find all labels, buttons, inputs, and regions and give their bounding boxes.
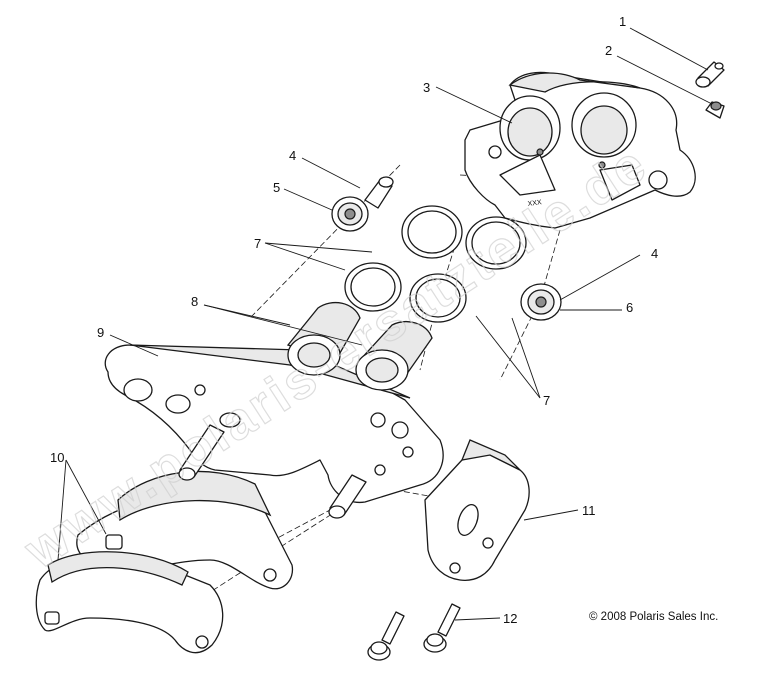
callout-6: 6 (626, 300, 633, 315)
pad-clip (424, 439, 530, 581)
caliper-body: XXX (464, 71, 696, 229)
callout-2: 2 (605, 43, 612, 58)
bleeder-cap (705, 101, 725, 119)
piston-seals (344, 205, 527, 323)
callout-4-right: 4 (651, 246, 658, 261)
callout-9: 9 (97, 325, 104, 340)
callout-10: 10 (50, 450, 64, 465)
copyright-notice: © 2008 Polaris Sales Inc. (589, 611, 719, 623)
caliper-bracket (104, 344, 444, 519)
leader-lines (57, 27, 713, 621)
caliper-pin-and-boot (331, 176, 394, 232)
callout-5: 5 (273, 180, 280, 195)
bleeder-valve (695, 61, 725, 88)
pin-boot (520, 283, 562, 321)
mounting-bolts (367, 603, 461, 661)
brake-pads (35, 470, 294, 654)
callout-7-bottom: 7 (543, 393, 550, 408)
callout-12: 12 (503, 611, 517, 626)
callout-11: 11 (582, 503, 596, 518)
callout-4-left: 4 (289, 148, 296, 163)
callout-3: 3 (423, 80, 430, 95)
caliper-marking: XXX (527, 199, 542, 208)
pistons (286, 301, 433, 391)
callout-numbers: 1 2 3 4 4 5 6 7 7 8 9 10 11 12 (50, 14, 658, 626)
callout-7-top: 7 (254, 236, 261, 251)
callout-1: 1 (619, 14, 626, 29)
callout-8: 8 (191, 294, 198, 309)
